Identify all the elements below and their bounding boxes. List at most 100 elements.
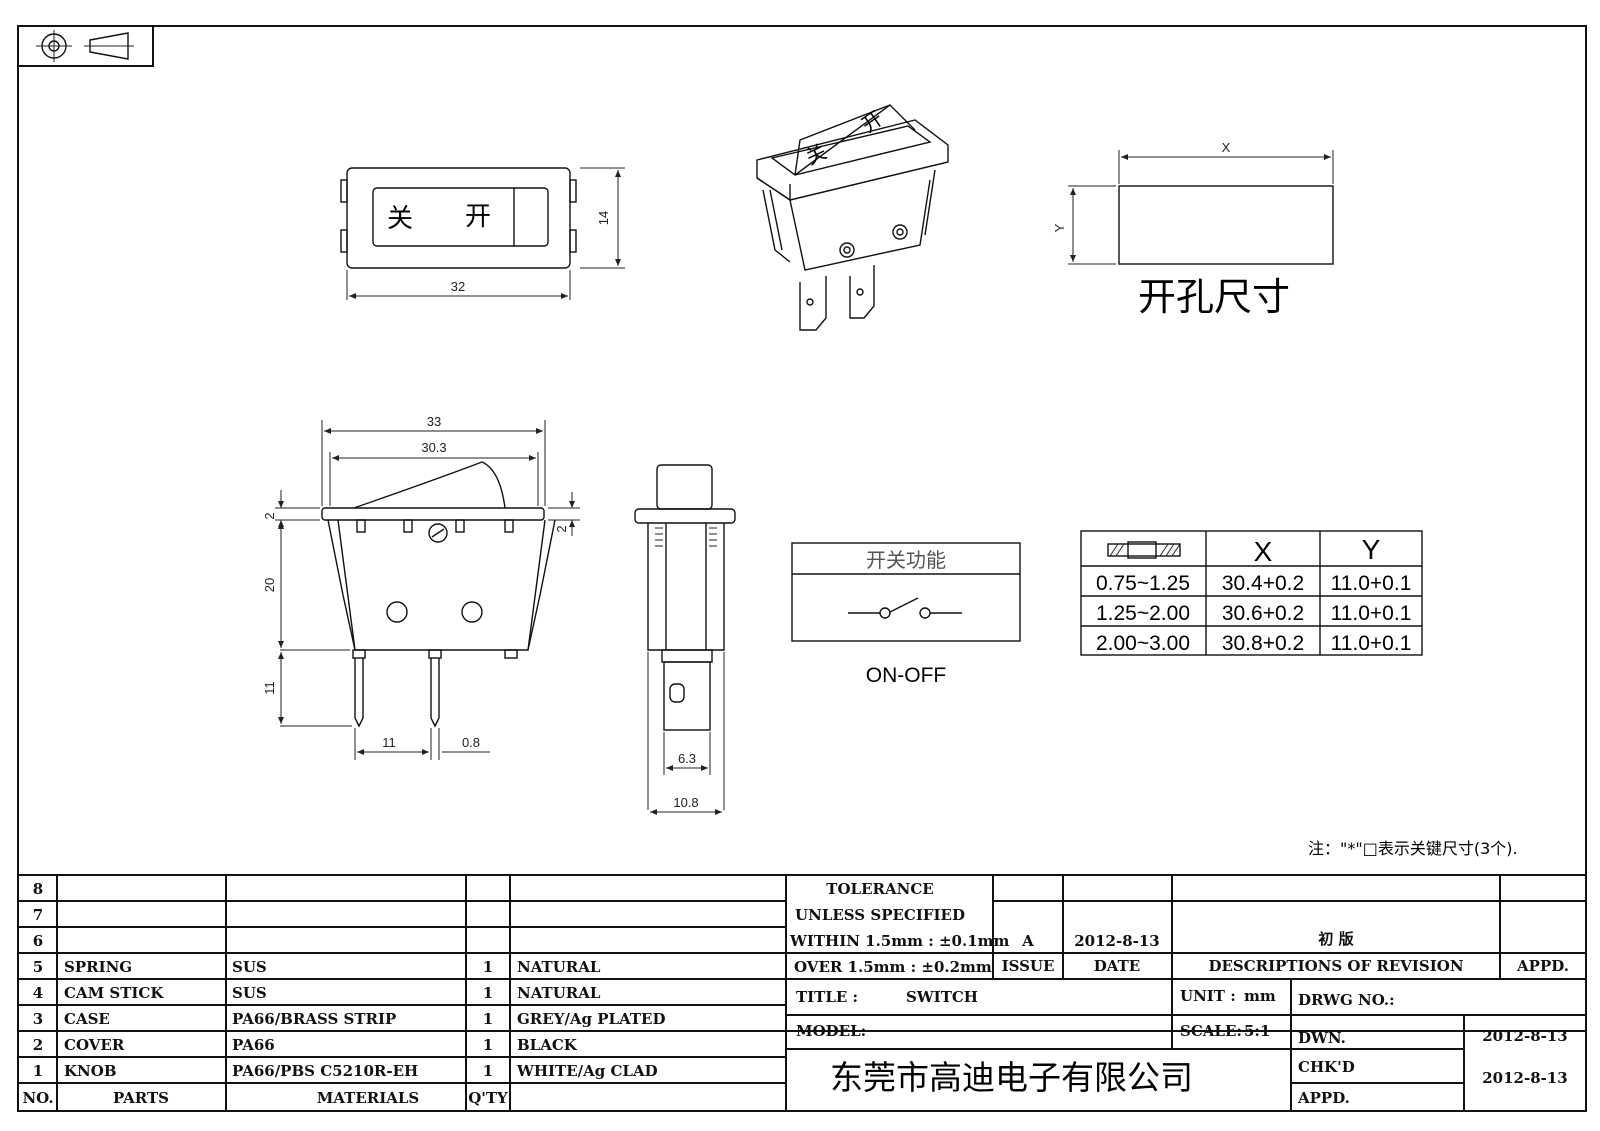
table-cell: 30.8+0.2 xyxy=(1222,632,1304,655)
part-name: COVER xyxy=(64,1036,125,1054)
part-qty: 1 xyxy=(483,984,493,1002)
part-finish: GREY/Ag PLATED xyxy=(517,1010,666,1028)
part-qty: 1 xyxy=(483,958,493,976)
dim-20: 20 xyxy=(262,578,277,592)
dim-11-horizontal: 11 xyxy=(382,735,396,750)
part-finish: NATURAL xyxy=(517,958,601,976)
table-cell: 1.25~2.00 xyxy=(1096,602,1190,625)
tolerance-line-2: UNLESS SPECIFIED xyxy=(795,906,965,924)
part-name: KNOB xyxy=(64,1062,117,1080)
description-header: DESCRIPTIONS OF REVISION xyxy=(1208,957,1463,975)
title-value: SWITCH xyxy=(906,988,978,1006)
table-header-x: X xyxy=(1254,536,1273,567)
top-view-on-label: 开 xyxy=(465,202,491,232)
title-block: 8 7 6 5 SPRING SUS 1 NATURAL 4 CAM STICK… xyxy=(18,874,1586,1111)
dim-6-3: 6.3 xyxy=(678,751,696,766)
table-header-y: Y xyxy=(1362,534,1381,565)
part-finish: WHITE/Ag CLAD xyxy=(516,1062,658,1080)
scale-label: SCALE: xyxy=(1180,1022,1242,1040)
part-no: 5 xyxy=(33,958,43,976)
header-parts: PARTS xyxy=(113,1089,169,1107)
dim-0-8: 0.8 xyxy=(462,735,480,750)
dim-10-8: 10.8 xyxy=(673,795,698,810)
part-qty: 1 xyxy=(483,1036,493,1054)
revision-date: 2012-8-13 xyxy=(1074,932,1160,950)
revision-description: 初 版 xyxy=(1318,930,1353,948)
model-label: MODEL: xyxy=(796,1022,866,1040)
sheet-border xyxy=(17,25,1587,1112)
revision-issue: A xyxy=(1021,932,1034,950)
part-name: CAM STICK xyxy=(64,984,164,1002)
top-view: 关 开 32 14 xyxy=(340,167,625,300)
table-cell: 2.00~3.00 xyxy=(1096,632,1190,655)
part-no: 1 xyxy=(33,1062,43,1080)
part-material: PA66/BRASS STRIP xyxy=(232,1010,396,1028)
top-view-off-label: 关 xyxy=(387,204,413,234)
unit-label: UNIT : xyxy=(1180,987,1236,1005)
scale-value: 5:1 xyxy=(1244,1022,1270,1040)
issue-header: ISSUE xyxy=(1002,957,1055,975)
dim-11-vertical: 11 xyxy=(262,681,277,695)
dim-30-3: 30.3 xyxy=(421,440,446,455)
dim-2-left: 2 xyxy=(262,512,277,519)
table-cell: 11.0+0.1 xyxy=(1331,602,1412,625)
header-no: NO. xyxy=(22,1089,53,1107)
header-materials: MATERIALS xyxy=(317,1089,420,1107)
appd-header: APPD. xyxy=(1516,957,1569,975)
part-no: 7 xyxy=(33,906,43,924)
part-qty: 1 xyxy=(483,1010,493,1028)
switch-function-box: 开关功能 ON-OFF xyxy=(791,542,1021,687)
cutout-view: X Y 开孔尺寸 xyxy=(1052,140,1334,319)
part-material: PA66 xyxy=(232,1036,275,1054)
key-dimension-note: 注："*"□表示关键尺寸(3个). xyxy=(1308,839,1518,858)
unit-value: mm xyxy=(1244,987,1276,1005)
drawn-label: DWN. xyxy=(1298,1029,1346,1047)
front-view: 33 30.3 2 20 11 2 11 0.8 xyxy=(262,414,580,760)
checked-date: 2012-8-13 xyxy=(1482,1069,1568,1087)
dim-2-right: 2 xyxy=(554,525,569,532)
tolerance-line-1: TOLERANCE xyxy=(826,880,933,898)
tolerance-line-3: WITHIN 1.5mm : ±0.1mm xyxy=(789,932,1010,950)
part-finish: BLACK xyxy=(517,1036,578,1054)
dim-32: 32 xyxy=(451,279,465,294)
function-title: 开关功能 xyxy=(866,548,946,572)
cutout-size-table: X Y 0.75~1.25 30.4+0.2 11.0+0.1 1.25~2.0… xyxy=(1080,530,1423,656)
part-name: SPRING xyxy=(64,958,132,976)
dim-x: X xyxy=(1222,140,1231,155)
table-cell: 30.6+0.2 xyxy=(1222,602,1304,625)
drawing-number-label: DRWG NO.: xyxy=(1298,991,1395,1009)
cutout-title: 开孔尺寸 xyxy=(1138,275,1290,319)
table-cell: 30.4+0.2 xyxy=(1222,572,1304,595)
part-finish: NATURAL xyxy=(517,984,601,1002)
part-material: SUS xyxy=(232,984,267,1002)
projection-symbol-icon xyxy=(17,25,154,67)
table-cell: 0.75~1.25 xyxy=(1096,572,1190,595)
thickness-icon xyxy=(1107,541,1181,559)
part-no: 8 xyxy=(33,880,43,898)
side-view: 6.3 10.8 xyxy=(634,464,736,815)
part-qty: 1 xyxy=(483,1062,493,1080)
title-label: TITLE : xyxy=(796,988,858,1006)
tolerance-line-4: OVER 1.5mm : ±0.2mm xyxy=(794,958,992,976)
table-cell: 11.0+0.1 xyxy=(1331,572,1412,595)
header-qty: Q'TY xyxy=(468,1089,508,1107)
isometric-view: 关 开 xyxy=(756,104,949,331)
approved-label: APPD. xyxy=(1297,1089,1350,1107)
drawn-date: 2012-8-13 xyxy=(1482,1027,1568,1045)
company-name: 东莞市高迪电子有限公司 xyxy=(830,1058,1193,1097)
part-material: PA66/PBS C5210R-EH xyxy=(232,1062,418,1080)
checked-label: CHK'D xyxy=(1298,1058,1355,1076)
part-no: 4 xyxy=(33,984,43,1002)
part-no: 6 xyxy=(33,932,43,950)
function-caption: ON-OFF xyxy=(866,664,946,687)
part-no: 3 xyxy=(33,1010,43,1028)
date-header: DATE xyxy=(1094,957,1140,975)
table-cell: 11.0+0.1 xyxy=(1331,632,1412,655)
iso-off-label: 关 xyxy=(802,139,830,169)
dim-14: 14 xyxy=(596,211,611,225)
part-no: 2 xyxy=(33,1036,43,1054)
dim-33: 33 xyxy=(427,414,441,429)
dim-y: Y xyxy=(1052,223,1067,232)
part-name: CASE xyxy=(64,1010,110,1028)
